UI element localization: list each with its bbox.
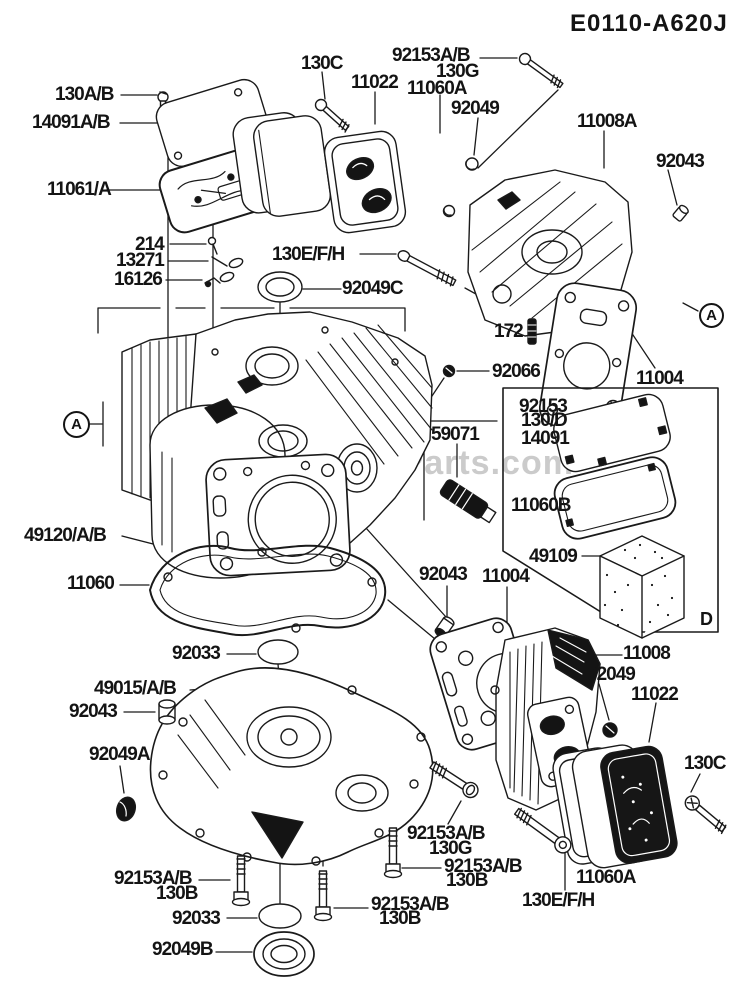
oring-92033-bottom-drawing — [258, 903, 302, 929]
plug-92049-bottom-drawing — [602, 722, 618, 738]
crankcase-gasket-11060-drawing — [149, 544, 387, 637]
filter-cover-11022-top-drawing — [232, 112, 331, 217]
oring-92033-upper-drawing — [257, 639, 299, 665]
oil-seal-92049c-drawing — [257, 271, 303, 303]
bolt-130efh-top-drawing — [397, 250, 457, 287]
bolt-130c-top-drawing — [314, 98, 350, 133]
gasket-11060b-drawing — [553, 456, 677, 540]
inset-box-d — [502, 387, 719, 639]
plug-92043-topright-drawing — [672, 204, 689, 222]
bolt-92153ab-130b-right-drawing — [383, 827, 403, 879]
oil-seal-92049b-drawing — [253, 931, 315, 977]
filter-cover-11022-bottom-drawing — [571, 744, 678, 869]
plate-13271-drawing — [211, 256, 244, 269]
oil-pan-49015-drawing — [149, 667, 434, 866]
valve-16126-drawing — [204, 271, 235, 288]
plug-92049a-drawing — [115, 796, 137, 822]
plug-92049-top-drawing — [442, 157, 479, 218]
bolt-130c-bottom-drawing — [684, 795, 727, 835]
bolt-130efh-bottom-drawing — [513, 807, 572, 854]
plug-59071-drawing — [439, 479, 497, 524]
filter-element-11060a-top-drawing — [323, 130, 407, 234]
bolt-92153ab-130g-bottom-drawing — [429, 761, 479, 799]
bolt-92153ab-130b-mid-drawing — [313, 870, 333, 922]
bolt-92153ab-130g-top-drawing — [518, 52, 564, 89]
plug-92066-drawing — [442, 364, 456, 378]
screw-214-drawing — [207, 236, 218, 255]
foam-element-49109-drawing — [599, 535, 685, 639]
diagram-title: E0110-A620J — [570, 10, 728, 37]
cover-gasket-14091-d-drawing — [553, 393, 671, 473]
bolt-92153ab-130b-left-drawing — [231, 855, 251, 907]
crankcase-assembly-drawing — [121, 311, 433, 579]
stud-172-drawing — [527, 318, 537, 345]
plug-92043-lowerleft-drawing — [158, 699, 176, 725]
